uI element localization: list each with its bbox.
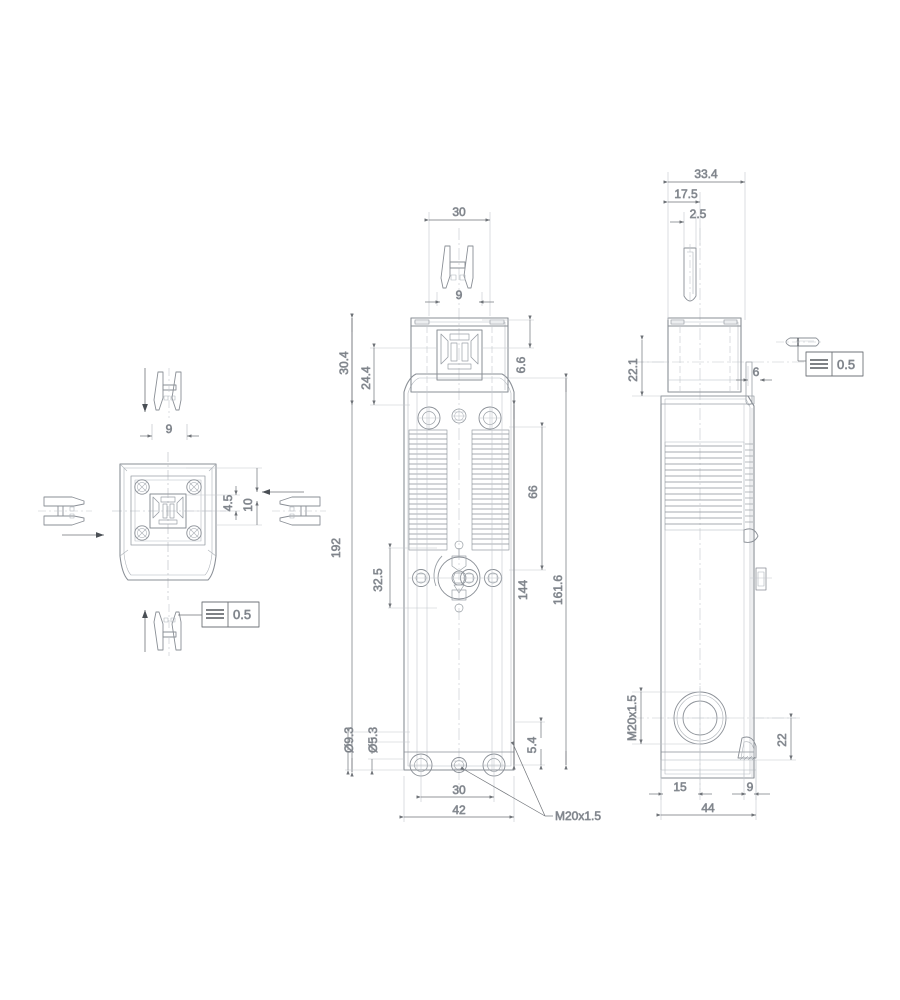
dim-total-192: 192 [329, 313, 354, 777]
callout-thread-m20-label: M20x1.5 [555, 809, 601, 823]
dim-dia-5-3-label: Ø5.3 [366, 727, 380, 753]
front-view-bottom-mount [404, 751, 514, 777]
dim-total-depth-44: 44 [656, 770, 757, 820]
dim-144-label: 144 [516, 580, 530, 600]
dim-dia-5-3: Ø5.3 [366, 726, 410, 775]
callout-thread-m20: M20x1.5 [460, 741, 602, 823]
front-view-top-mount-holes [417, 406, 502, 430]
dim-total-depth-44-label: 44 [701, 801, 715, 815]
dim-body-width-42: 42 [399, 776, 515, 822]
top-view-centerlines [112, 452, 226, 600]
dim-144: 144 [512, 400, 530, 770]
front-view-ribs [408, 429, 510, 551]
side-view-conduit-port [668, 686, 732, 750]
side-view-actuator-key [683, 244, 697, 302]
dim-6-label: 6 [753, 365, 760, 379]
front-view-top-boss [451, 408, 467, 424]
side-view-bottom-shoe [660, 736, 757, 771]
dim-thread-m20: M20x1.5 [625, 687, 700, 745]
top-view-actuator-aperture [149, 493, 187, 529]
dim-head-offset-6-6: 6.6 [482, 315, 534, 374]
dim-head-height-24-4: 24.4 [359, 343, 437, 406]
dim-head-width-30-label: 30 [452, 205, 466, 219]
dim-17-5: 17.5 [663, 187, 701, 246]
dim-offset-4-5: 4.5 [186, 486, 240, 520]
dim-hole-spacing-30: 30 [416, 776, 495, 802]
dim-9-label: 9 [747, 780, 754, 794]
dim-head-width-30: 30 [424, 205, 491, 316]
dim-offset-4-5-label: 4.5 [221, 494, 235, 511]
gdt-flatness-side-value: 0.5 [837, 357, 855, 372]
dim-head-height-30-4: 30.4 [337, 313, 354, 405]
gdt-flatness-side: 0.5 [797, 346, 864, 377]
front-view: 30 9 30.4 24.4 6.6 [329, 205, 602, 824]
front-view-body [403, 317, 515, 777]
dim-22: 22 [756, 713, 796, 761]
dim-5-4-label: 5.4 [525, 736, 539, 753]
dim-head-22-1-label: 22.1 [626, 358, 640, 382]
dim-body-width-42-label: 42 [452, 803, 466, 817]
dim-slot-9-label: 9 [456, 288, 463, 302]
dim-head-offset-6-6-label: 6.6 [514, 356, 528, 373]
dim-6: 6 [736, 365, 772, 386]
side-view: 33.4 17.5 2.5 22.1 6 [625, 167, 864, 820]
dim-22-label: 22 [775, 733, 789, 747]
dim-hole-pitch-32-5: 32.5 [371, 543, 437, 609]
top-view-corner-screws [134, 479, 202, 541]
dim-actuator-width-9: 9 [140, 422, 199, 440]
actuator-approach-top [142, 368, 182, 418]
side-view-actuator-profile [776, 337, 824, 347]
dim-total-192-label: 192 [329, 538, 343, 558]
dim-2-5: 2.5 [670, 207, 707, 248]
dim-15-label: 15 [673, 780, 687, 794]
dim-17-5-label: 17.5 [674, 187, 698, 201]
top-view-body [119, 463, 217, 581]
actuator-approach-right [262, 489, 326, 526]
dim-thread-m20-label: M20x1.5 [625, 695, 639, 741]
dim-rib-66: 66 [509, 422, 546, 571]
gdt-flatness-top: 0.5 [178, 601, 260, 628]
dim-offset-10: 10 [186, 467, 262, 526]
dim-depth-33-4-label: 33.4 [694, 167, 718, 181]
dim-dia-9-3: Ø9.3 [342, 726, 410, 775]
dim-offset-10-label: 10 [241, 498, 255, 512]
dim-head-height-30-4-label: 30.4 [337, 351, 351, 375]
actuator-approach-left [38, 496, 104, 538]
dim-slot-9: 9 [425, 288, 494, 306]
dim-dia-9-3-label: Ø9.3 [342, 727, 356, 753]
dim-9: 9 [732, 770, 770, 800]
side-view-edge-strip [743, 361, 772, 778]
side-view-centerlines [632, 228, 860, 790]
dim-161-6: 161.6 [508, 373, 568, 770]
dim-2-5-label: 2.5 [690, 207, 707, 221]
dim-hole-pitch-32-5-label: 32.5 [371, 568, 385, 592]
actuator-approach-bottom [142, 604, 182, 656]
dim-15: 15 [649, 750, 712, 800]
side-view-ribs [664, 441, 745, 531]
front-view-actuator-key [440, 245, 474, 289]
dim-head-height-24-4-label: 24.4 [359, 366, 373, 390]
gdt-flatness-top-value: 0.5 [233, 607, 251, 622]
dim-depth-33-4: 33.4 [663, 167, 746, 320]
dim-161-6-label: 161.6 [551, 575, 565, 605]
side-view-body [660, 317, 772, 779]
dim-rib-66-label: 66 [526, 485, 540, 499]
dim-actuator-width-9-label: 9 [166, 422, 173, 436]
top-view: 9 [38, 368, 326, 656]
dim-hole-spacing-30-label: 30 [452, 783, 466, 797]
dim-5-4: 5.4 [514, 717, 545, 770]
dim-head-22-1: 22.1 [626, 335, 668, 397]
